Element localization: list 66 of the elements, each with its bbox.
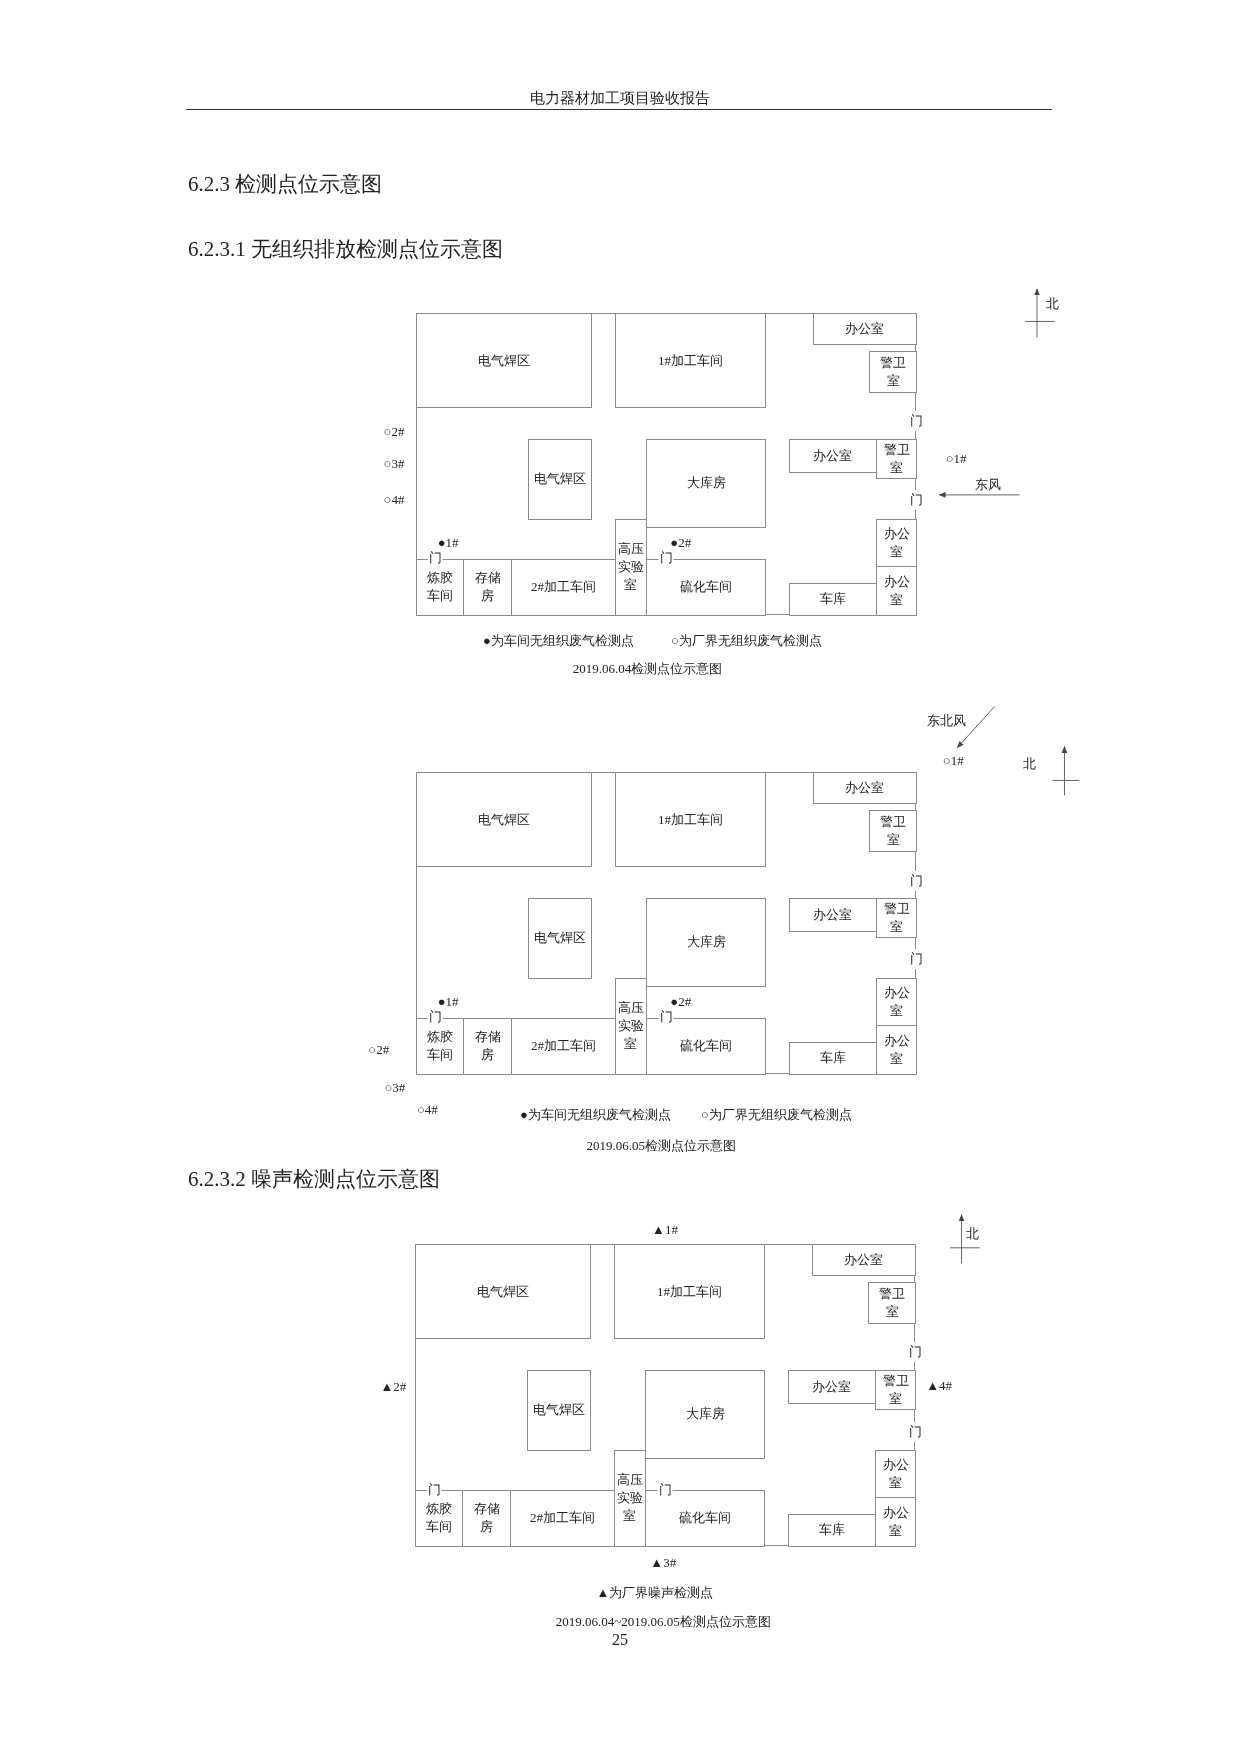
page-header: 电力器材加工项目验收报告 <box>530 90 710 106</box>
door-label: 门 <box>908 489 924 510</box>
room-box: 电气焊区 <box>527 439 593 520</box>
room-box: 2#加工车间 <box>511 558 616 616</box>
legend-text: ○为厂界无组织废气检测点 <box>670 633 822 650</box>
room-box: 高压实验室 <box>614 518 648 616</box>
room-box: 办公室 <box>876 1024 917 1075</box>
room-box: 警卫室 <box>875 1370 916 1411</box>
room-box: 办公室 <box>812 772 917 805</box>
room-box: 办公室 <box>876 977 917 1026</box>
room-box: 大库房 <box>646 898 766 987</box>
room-box: 大库房 <box>646 439 766 528</box>
room-box: 办公室 <box>876 518 917 567</box>
page-number: 25 <box>612 1632 628 1648</box>
room-box: 电气焊区 <box>415 1244 592 1340</box>
compass-label: 北 <box>1022 755 1036 772</box>
room-box: 电气焊区 <box>416 772 593 868</box>
room-box: 2#加工车间 <box>510 1489 615 1547</box>
room-box: 办公室 <box>876 565 917 616</box>
room-box: 车库 <box>788 582 878 616</box>
room-box: 办公室 <box>811 1244 916 1277</box>
section-heading: 6.2.3.2 噪声检测点位示意图 <box>188 1166 440 1193</box>
door-label: 门 <box>908 870 924 891</box>
room-box: 电气焊区 <box>527 898 593 979</box>
room-box: 办公室 <box>812 313 917 346</box>
figure-caption: 2019.06.05检测点位示意图 <box>586 1137 737 1154</box>
room-box: 办公室 <box>875 1449 916 1498</box>
room-box: 警卫室 <box>868 1282 916 1324</box>
wind-label: 东风 <box>974 476 1001 493</box>
room-box: 存储房 <box>463 558 513 616</box>
room-box: 警卫室 <box>869 351 917 393</box>
wind-label: 东北风 <box>927 713 967 730</box>
room-box: 车库 <box>788 1041 878 1075</box>
room-box: 1#加工车间 <box>614 313 766 409</box>
room-box: 高压实验室 <box>613 1449 647 1547</box>
legend-text: ○为厂界无组织废气检测点 <box>700 1106 852 1123</box>
figure-caption: 2019.06.04检测点位示意图 <box>572 660 723 677</box>
door-label: 门 <box>907 1342 923 1363</box>
room-box: 警卫室 <box>876 898 917 939</box>
room-box: 警卫室 <box>869 810 917 852</box>
room-box: 存储房 <box>462 1489 512 1547</box>
room-box: 办公室 <box>788 898 878 932</box>
door-label: 门 <box>907 1421 923 1442</box>
room-box: 车库 <box>787 1513 877 1547</box>
legend-text: ▲为厂界噪声检测点 <box>596 1585 714 1602</box>
room-box: 办公室 <box>788 439 878 473</box>
figure-caption: 2019.06.04~2019.06.05检测点位示意图 <box>555 1614 771 1631</box>
room-box: 1#加工车间 <box>614 772 766 868</box>
room-box: 大库房 <box>645 1370 765 1459</box>
section-heading: 6.2.3.1 无组织排放检测点位示意图 <box>188 236 503 263</box>
legend-text: ●为车间无组织废气检测点 <box>483 633 634 650</box>
room-box: 警卫室 <box>876 439 917 480</box>
room-box: 1#加工车间 <box>613 1244 765 1340</box>
legend-text: ●为车间无组织废气检测点 <box>519 1106 671 1123</box>
room-box: 办公室 <box>875 1496 916 1547</box>
room-box: 2#加工车间 <box>511 1017 616 1075</box>
compass-label: 北 <box>1046 295 1060 312</box>
door-label: 门 <box>908 949 924 970</box>
room-box: 电气焊区 <box>526 1370 592 1451</box>
room-box: 高压实验室 <box>614 977 648 1075</box>
section-heading: 6.2.3 检测点位示意图 <box>188 171 383 198</box>
room-box: 存储房 <box>463 1017 513 1075</box>
compass-label: 北 <box>966 1225 980 1242</box>
door-label: 门 <box>908 411 924 432</box>
room-box: 办公室 <box>787 1370 877 1404</box>
room-box: 电气焊区 <box>416 313 593 409</box>
